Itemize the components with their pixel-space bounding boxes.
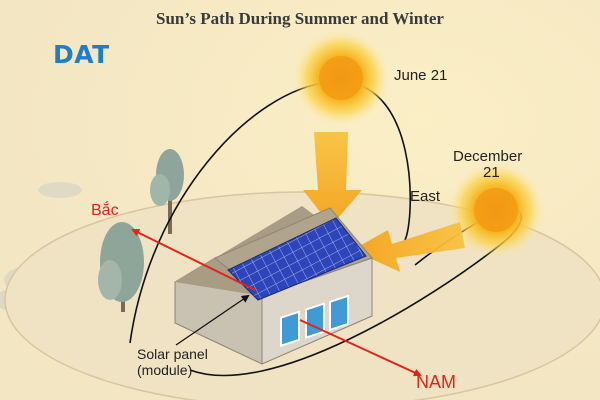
solar-panel-label-line2: (module) — [137, 362, 193, 378]
brand-logo: DAT — [53, 40, 110, 69]
summer-ray-arrow — [303, 132, 362, 226]
diagram-title: Sun’s Path During Summer and Winter — [156, 9, 444, 28]
south-label: NAM — [416, 372, 456, 392]
solar-panel-array — [227, 217, 367, 301]
south-arrow — [299, 319, 422, 377]
panel-leader-line — [175, 294, 250, 346]
solar-panel-label-line1: Solar panel — [137, 346, 208, 362]
north-arrow — [131, 229, 256, 291]
winter-sun-label-line2: 21 — [483, 164, 500, 181]
winter-sun-label-line1: December — [453, 148, 523, 165]
tree-front — [98, 222, 144, 312]
winter-ray-arrow — [352, 222, 465, 272]
summer-sun-label: June 21 — [394, 67, 448, 84]
north-label: Bắc — [91, 202, 119, 219]
east-label: East — [410, 188, 441, 205]
tree-back — [150, 149, 184, 234]
